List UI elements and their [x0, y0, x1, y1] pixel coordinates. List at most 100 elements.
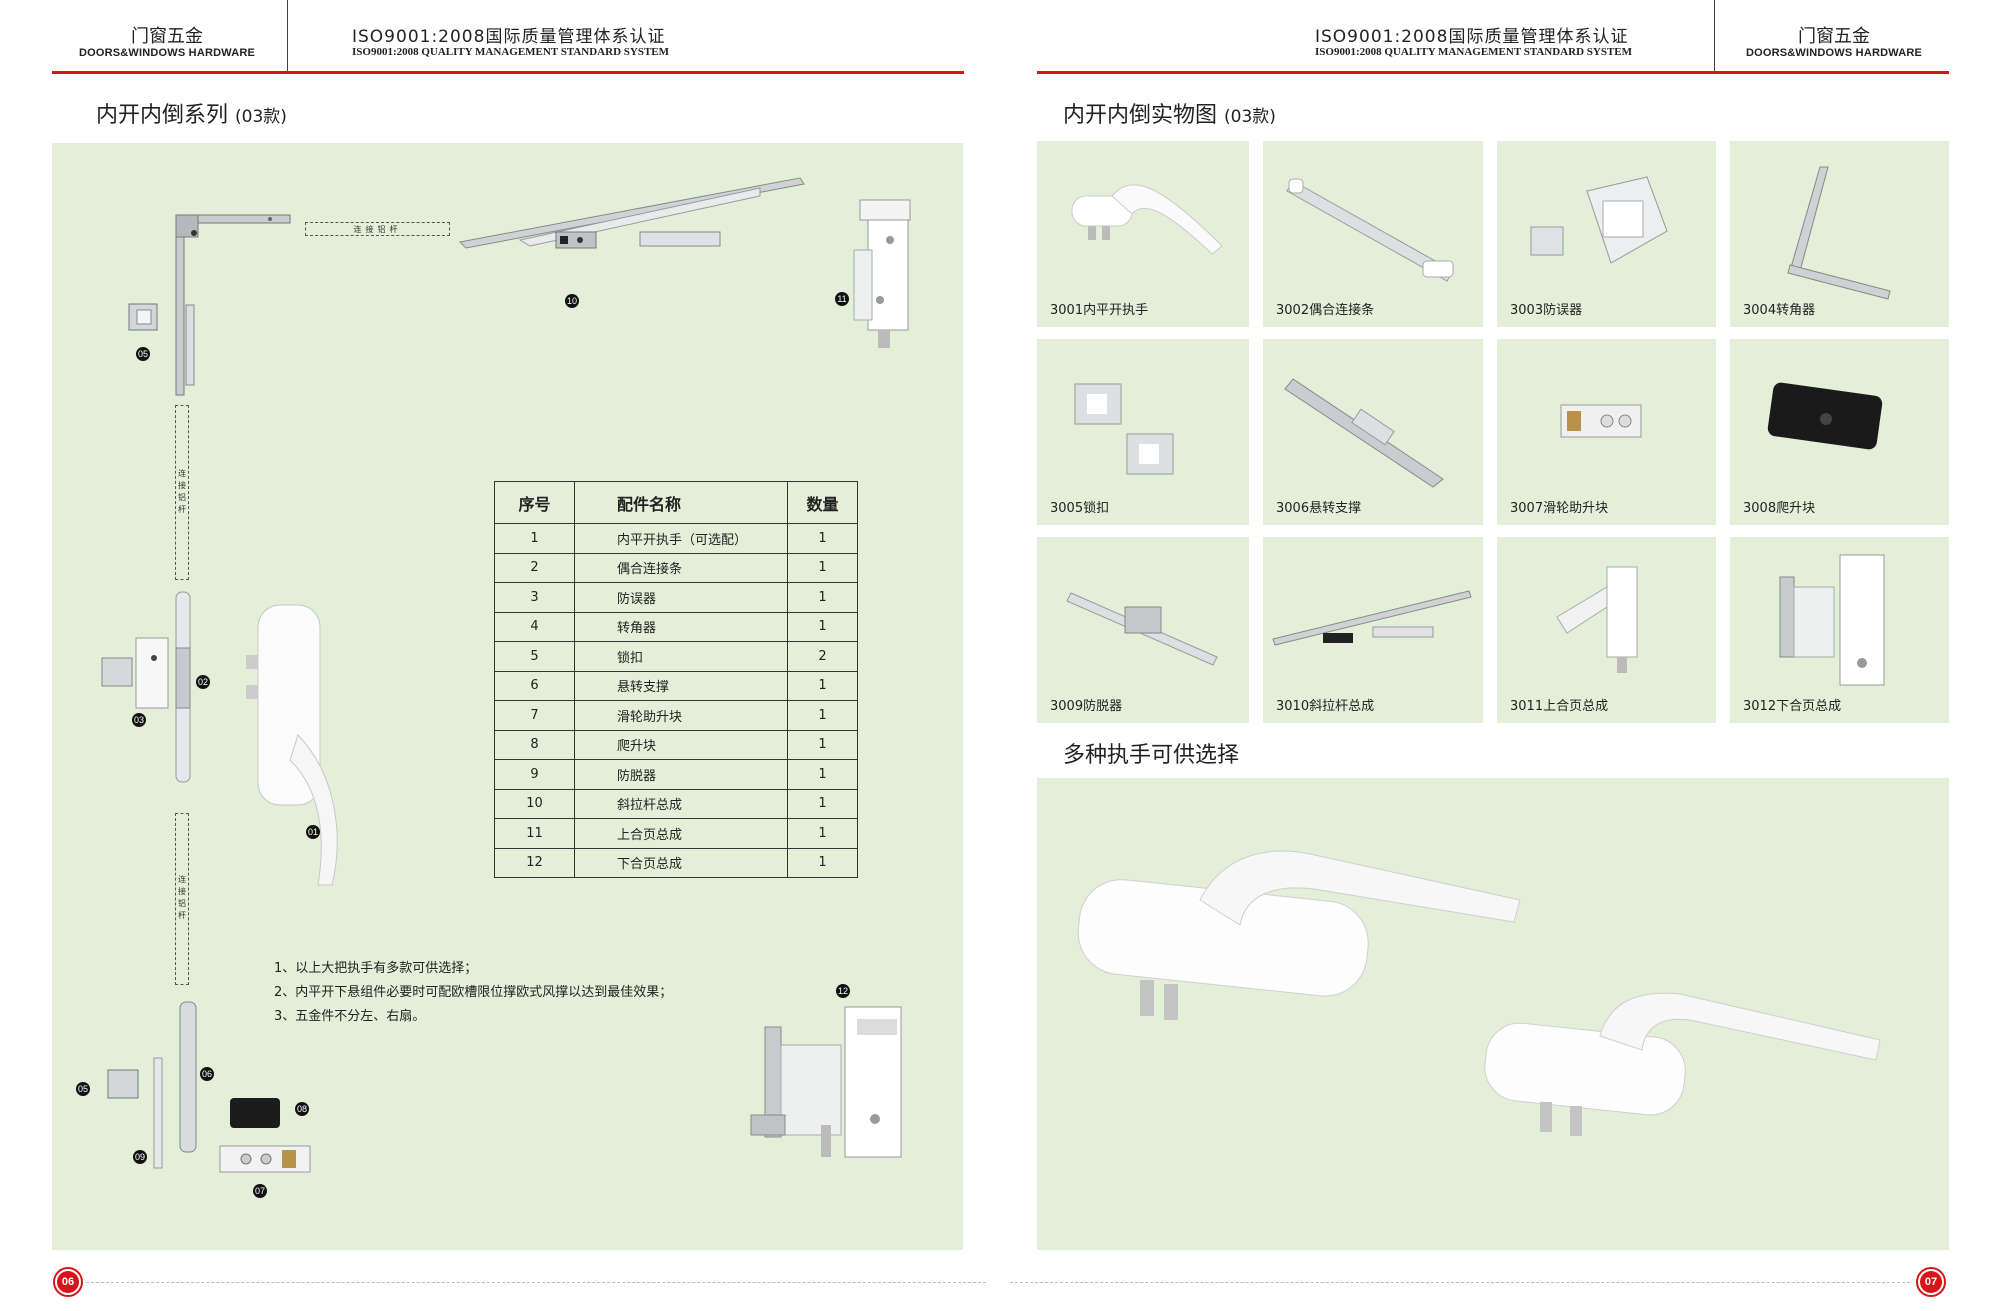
lock-keeper-image [128, 303, 158, 331]
table-cell-qty: 1 [787, 759, 858, 790]
product-tile[interactable]: 3008爬升块 [1730, 339, 1949, 525]
callout-05-top: 05 [136, 347, 150, 361]
product-image-tilt-support [1284, 378, 1444, 488]
callout-11: 11 [835, 292, 849, 306]
corner-drive-image [175, 214, 291, 396]
product-tile[interactable]: 3010斜拉杆总成 [1263, 537, 1483, 723]
left-page-number: 06 [53, 1267, 83, 1297]
left-iso-en: ISO9001:2008 QUALITY MANAGEMENT STANDARD… [352, 46, 669, 58]
product-tile[interactable]: 3003防误器 [1497, 141, 1716, 327]
product-label: 3005锁扣 [1050, 501, 1110, 516]
table-cell-no: 6 [494, 670, 575, 701]
table-cell-qty: 1 [787, 552, 858, 583]
product-label: 3009防脱器 [1050, 699, 1123, 714]
left-section-title: 内开内倒系列 (03款) [96, 103, 287, 128]
product-image-stay-arm [1272, 590, 1472, 646]
stay-arm-image [458, 177, 805, 249]
product-tile[interactable]: 3005锁扣 [1037, 339, 1249, 525]
product-image-coupling-bar [1286, 178, 1454, 282]
callout-03: 03 [132, 713, 146, 727]
left-brand-en: DOORS&WINDOWS HARDWARE [78, 47, 256, 59]
right-section-title: 内开内倒实物图 (03款) [1063, 103, 1276, 128]
callout-10: 10 [565, 294, 579, 308]
table-cell-qty: 1 [787, 611, 858, 642]
bottom-hinge-image [750, 1006, 902, 1158]
table-cell-no: 10 [494, 788, 575, 819]
callout-01: 01 [306, 825, 320, 839]
table-header-name: 配件名称 [574, 481, 788, 524]
callout-12: 12 [836, 984, 850, 998]
left-iso-cn: ISO9001:2008国际质量管理体系认证 [352, 27, 666, 47]
product-label: 3007滑轮助升块 [1510, 501, 1609, 516]
connector-bar-horizontal: 连接铝杆 [305, 222, 450, 236]
top-hinge-image [853, 199, 911, 348]
right-brand-en: DOORS&WINDOWS HARDWARE [1745, 47, 1923, 59]
handle-image [246, 604, 338, 886]
product-image-corner-drive [1787, 166, 1891, 300]
product-tile[interactable]: 3006悬转支撑 [1263, 339, 1483, 525]
table-cell-name: 上合页总成 [574, 818, 788, 849]
table-cell-no: 3 [494, 582, 575, 613]
note-line: 2、内平开下悬组件必要时可配欧槽限位撑欧式风撑以达到最佳效果； [274, 985, 673, 1000]
product-tile[interactable]: 3011上合页总成 [1497, 537, 1716, 723]
connector-bar-vertical-1: 连接铝杆 [175, 405, 189, 580]
product-tile[interactable]: 3001内平开执手 [1037, 141, 1249, 327]
table-cell-qty: 1 [787, 788, 858, 819]
table-cell-no: 11 [494, 818, 575, 849]
product-label: 3006悬转支撑 [1276, 501, 1362, 516]
table-cell-name: 锁扣 [574, 641, 788, 672]
table-cell-name: 内平开执手（可选配） [574, 523, 788, 554]
table-cell-no: 7 [494, 700, 575, 731]
right-header-divider [1714, 0, 1715, 72]
table-cell-qty: 1 [787, 729, 858, 760]
callout-06: 06 [200, 1067, 214, 1081]
left-brand-cn: 门窗五金 [131, 26, 203, 47]
product-tile[interactable]: 3002偶合连接条 [1263, 141, 1483, 327]
table-cell-name: 斜拉杆总成 [574, 788, 788, 819]
table-cell-qty: 1 [787, 523, 858, 554]
product-label: 3011上合页总成 [1510, 699, 1609, 714]
table-header-row: 序号 配件名称 数量 [494, 481, 858, 524]
right-page-number: 07 [1916, 1267, 1946, 1297]
table-cell-no: 5 [494, 641, 575, 672]
right-brand-cn: 门窗五金 [1798, 26, 1870, 47]
product-image-bottom-hinge [1779, 554, 1885, 686]
table-cell-no: 9 [494, 759, 575, 790]
callout-07: 07 [253, 1184, 267, 1198]
table-header-qty: 数量 [787, 481, 858, 524]
product-image-roller-block [1560, 404, 1642, 438]
connector-bar-vertical-2: 连接铝杆 [175, 813, 189, 985]
table-cell-no: 4 [494, 611, 575, 642]
product-label: 3010斜拉杆总成 [1276, 699, 1375, 714]
callout-05-bottom: 05 [76, 1082, 90, 1096]
note-line: 1、以上大把执手有多款可供选择； [274, 961, 478, 976]
left-header-divider [287, 0, 288, 72]
callout-08: 08 [295, 1102, 309, 1116]
product-image-lock-keeper [1074, 383, 1174, 475]
product-image-handle [1071, 184, 1223, 255]
table-cell-qty: 1 [787, 700, 858, 731]
product-label: 3001内平开执手 [1050, 303, 1149, 318]
product-tile[interactable]: 3004转角器 [1730, 141, 1949, 327]
callout-02: 02 [196, 675, 210, 689]
left-header-rule [52, 71, 964, 74]
left-footer-line [86, 1282, 986, 1283]
coupling-bar-image [101, 591, 191, 783]
product-tile[interactable]: 3007滑轮助升块 [1497, 339, 1716, 525]
product-label: 3004转角器 [1743, 303, 1816, 318]
product-tile[interactable]: 3012下合页总成 [1730, 537, 1949, 723]
table-cell-no: 8 [494, 729, 575, 760]
callout-09: 09 [133, 1150, 147, 1164]
product-tile[interactable]: 3009防脱器 [1037, 537, 1249, 723]
